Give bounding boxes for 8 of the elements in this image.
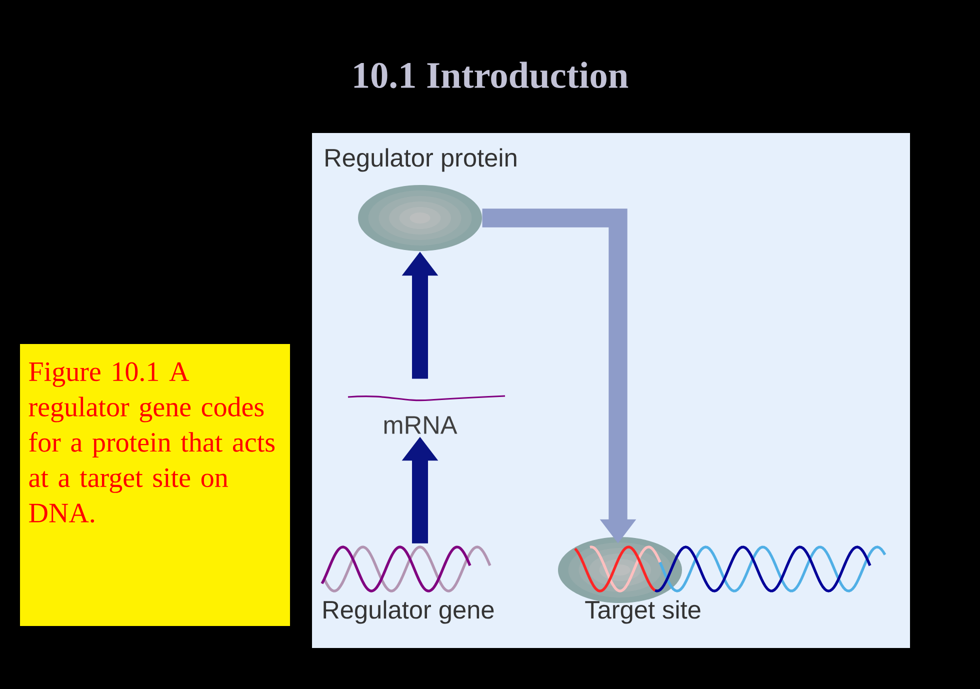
mrna-label: mRNA	[384, 416, 458, 434]
protein-ellipse	[358, 185, 482, 251]
part-label: Target site	[585, 600, 700, 624]
slide-title: 10.1 Introduction	[354, 62, 628, 88]
part-label: Regulator gene	[324, 600, 494, 624]
caption-box: Figure 10.1 A regulator gene codes for a protein that acts at a target site on DNA.	[20, 344, 290, 626]
gene-dna-drawing	[320, 546, 492, 592]
part-label: Regulator protein	[326, 148, 516, 172]
